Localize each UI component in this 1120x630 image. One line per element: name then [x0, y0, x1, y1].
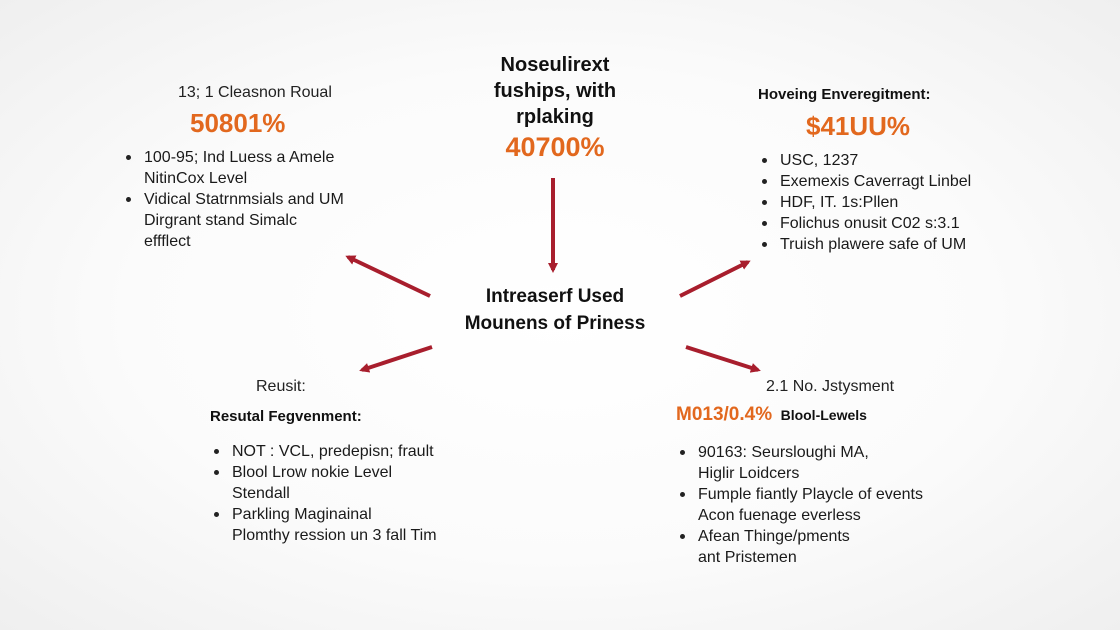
list-item: NOT : VCL, predepisn; frault — [210, 441, 490, 462]
list-item: Blool Lrow nokie Level Stendall — [210, 462, 490, 504]
arrow-to-left-top — [345, 255, 431, 298]
arrow-to-left-bottom — [359, 345, 433, 373]
left-bottom-list: NOT : VCL, predepisn; frault Blool Lrow … — [210, 441, 490, 546]
left-bottom-node: Reusit: Resutal Fegvenment: NOT : VCL, p… — [210, 378, 490, 546]
left-top-node: 13; 1 Cleasnon Roual 50801% 100-95; Ind … — [122, 84, 422, 252]
right-bottom-stat-suffix: Blool-Lewels — [780, 407, 867, 423]
center-title-line2: Mounens of Priness — [464, 313, 646, 334]
arrow-to-right-bottom — [685, 345, 761, 373]
center-title-line1: Intreaserf Used — [485, 286, 625, 307]
list-item: Parkling Maginainal Plomthy ression un 3… — [210, 504, 490, 546]
left-top-list: 100-95; Ind Luess a Amele NitinCox Level… — [122, 147, 422, 252]
list-item: Exemexis Caverragt Linbel — [758, 171, 1018, 192]
left-top-label: 13; 1 Cleasnon Roual — [178, 84, 332, 101]
top-stat: 40700% — [505, 132, 605, 162]
right-top-label: Hoveing Enveregitment: — [758, 86, 931, 103]
left-bottom-heading: Resutal Fegvenment: — [210, 408, 362, 425]
top-title-line1: Noseulirext — [500, 54, 610, 76]
right-bottom-label: 2.1 No. Jstysment — [766, 378, 895, 395]
right-top-list: USC, 1237 Exemexis Caverragt Linbel HDF,… — [758, 150, 1018, 255]
top-title-line3: rplaking — [516, 106, 594, 128]
list-item: Fumple fiantly Playcle of events Acon fu… — [676, 484, 976, 526]
list-item: 100-95; Ind Luess a Amele NitinCox Level — [122, 147, 422, 189]
list-item: USC, 1237 — [758, 150, 1018, 171]
center-node: Intreaserf Used Mounens of Priness — [420, 283, 690, 337]
right-top-node: Hoveing Enveregitment: $41UU% USC, 1237 … — [758, 86, 1018, 255]
right-bottom-stat-row: M013/0.4% Blool-Lewels — [676, 404, 976, 426]
right-bottom-list: 90163: Seursloughi MA, Higlir Loidcers F… — [676, 442, 976, 568]
list-item: Truish plawere safe of UM — [758, 234, 1018, 255]
list-item: Vidical Statrnmsials and UM Dirgrant sta… — [122, 189, 422, 252]
right-bottom-stat: M013/0.4% — [676, 404, 773, 425]
top-title-line2: fuships, with — [493, 80, 617, 102]
arrow-to-right-top — [679, 260, 751, 298]
top-node: Noseulirext fuships, with rplaking 40700… — [440, 52, 670, 163]
list-item: HDF, IT. 1s:Pllen — [758, 192, 1018, 213]
list-item: 90163: Seursloughi MA, Higlir Loidcers — [676, 442, 976, 484]
list-item: Folichus onusit C02 s:3.1 — [758, 213, 1018, 234]
left-top-tail: effflect — [144, 233, 191, 250]
right-top-stat: $41UU% — [806, 111, 911, 141]
list-item: Afean Thinge/pments ant Pristemen — [676, 526, 976, 568]
left-top-stat: 50801% — [190, 108, 286, 138]
right-bottom-node: 2.1 No. Jstysment M013/0.4% Blool-Lewels… — [676, 378, 976, 568]
left-bottom-label: Reusit: — [256, 378, 306, 395]
